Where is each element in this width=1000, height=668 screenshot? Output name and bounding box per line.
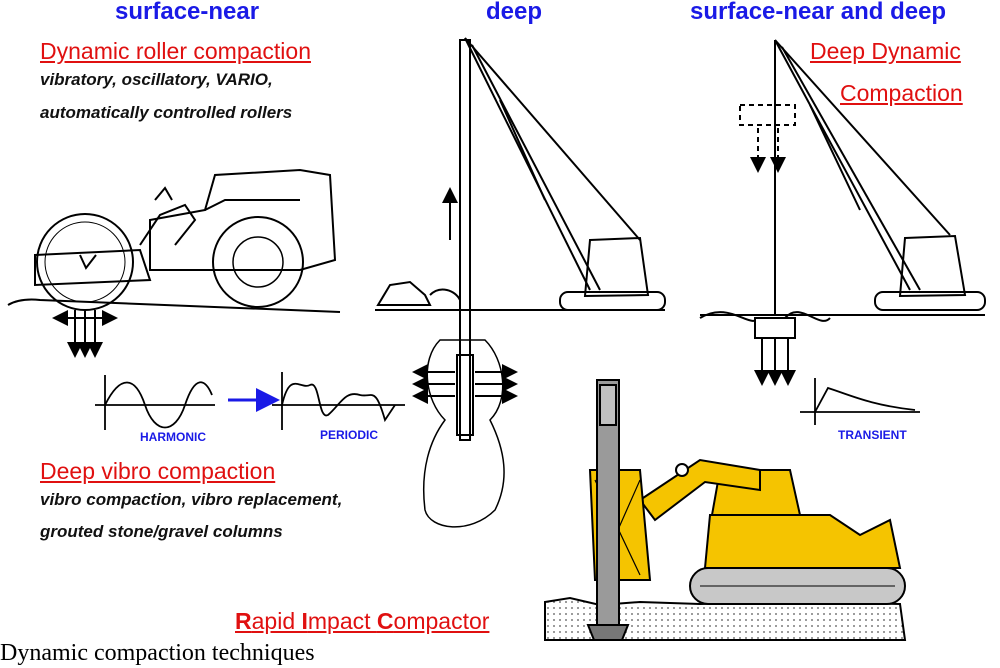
transient-waveform [800,378,920,425]
rapid-rest-1: apid [251,608,302,634]
harmonic-waveform [95,375,215,430]
roller-rear-wheel [212,216,304,308]
dynamic-impact-arrows [754,338,796,386]
periodic-waveform [272,372,405,430]
roller-compaction-desc-line1: vibratory, oscillatory, VARIO, [40,70,273,89]
roller-vibration-arrows [52,310,118,358]
rapid-impact-compactor-title: Rapid Impact Compactor [235,608,489,635]
roller-compaction-desc-line2: automatically controlled rollers [40,103,293,122]
vibro-crane-drawing [375,37,666,528]
periodic-label: PERIODIC [320,428,379,442]
figure-caption: Dynamic compaction techniques [0,640,315,666]
vibro-compaction-desc-line1: vibro compaction, vibro replacement, [40,490,343,509]
vibro-compaction-desc-line2: grouted stone/gravel columns [40,522,283,541]
roller-ground-line [7,298,341,313]
roller-compaction-title: Dynamic roller compaction [40,38,311,64]
header-surface-near: surface-near [115,0,260,25]
header-surface-near-and-deep: surface-near and deep [690,0,947,25]
vibro-lateral-arrows [412,364,518,404]
vibro-compaction-title: Deep vibro compaction [40,458,276,484]
transient-label: TRANSIENT [838,428,907,442]
roller-drum [36,213,134,311]
header-deep: deep [486,0,543,25]
rapid-letter-i: I [301,608,308,634]
dynamic-crane-drawing [699,39,986,339]
harmonic-label: HARMONIC [140,430,206,444]
deep-dynamic-title-line2: Compaction [840,80,963,106]
rapid-letter-r: R [235,608,252,634]
rapid-rest-2: mpact [307,608,377,634]
vibratory-roller-drawing [7,168,341,313]
rapid-letter-c: C [376,608,394,634]
deep-dynamic-title-line1: Deep Dynamic [810,38,961,64]
rapid-rest-3: ompactor [393,608,490,634]
rapid-impact-compactor-drawing [544,379,907,641]
